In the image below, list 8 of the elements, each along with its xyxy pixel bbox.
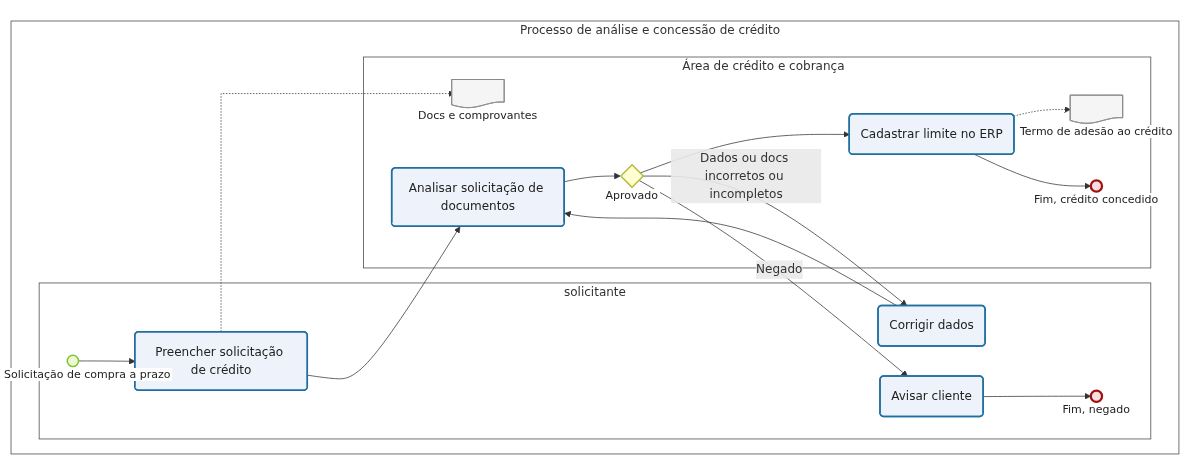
event-label: Fim, negado	[1060, 403, 1132, 417]
node-circle	[1089, 178, 1103, 193]
edge-label: Negado	[755, 261, 802, 276]
node-circle	[1089, 388, 1103, 403]
node-diamond	[619, 163, 644, 188]
node-circle	[66, 354, 79, 367]
event-label: Solicitação de compra a prazo	[2, 368, 173, 382]
edge-label: Dados ou docs incorretos ou incompletos	[699, 150, 788, 201]
